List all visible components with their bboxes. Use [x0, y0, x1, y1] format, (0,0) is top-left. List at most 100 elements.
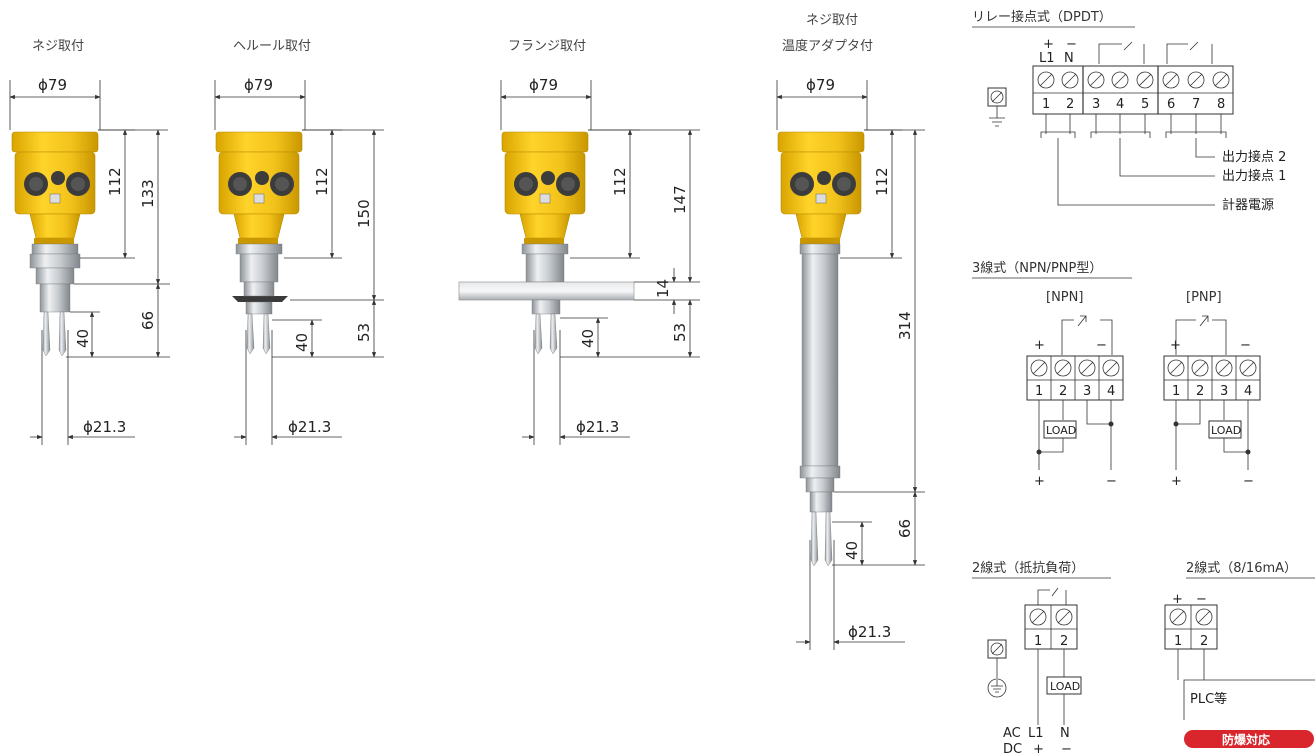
dim-112-flange: 112	[611, 167, 629, 196]
two-wire-r-title: 2線式（抵抗負荷）	[972, 560, 1084, 576]
dim-53-ferrule: 53	[355, 323, 373, 342]
relay-terminal-4: 4	[1116, 97, 1124, 112]
dim-66-screw: 66	[139, 311, 157, 330]
dim-150-ferrule: 150	[355, 199, 373, 228]
dim-bottom-dia-ferrule: ϕ21.3	[288, 418, 331, 436]
relay-minus: −	[1066, 37, 1077, 52]
pnp-terminal-3: 3	[1220, 384, 1228, 399]
product-adapter-mount: ネジ取付 温度アダプタ付 ϕ79 112 314	[776, 13, 925, 650]
pnp-terminal-4: 4	[1244, 384, 1252, 399]
pnp-label: [PNP]	[1186, 290, 1222, 305]
pnp-plus: +	[1170, 338, 1181, 353]
wiring-two-wire-resistive: 2線式（抵抗負荷） 1 2 LOAD AC L1 N DC + −	[972, 560, 1111, 756]
relay-terminal-3: 3	[1092, 97, 1100, 112]
npn-terminal-3: 3	[1083, 384, 1091, 399]
mount-label-screw: ネジ取付	[32, 39, 84, 54]
product-ferrule-mount: ヘルール取付 ϕ79 112 150	[214, 39, 384, 445]
dim-14-flange: 14	[654, 279, 672, 298]
relay-l1: L1	[1039, 51, 1055, 66]
npn-terminal-1: 1	[1035, 384, 1043, 399]
relay-plus: +	[1043, 37, 1054, 52]
pnp-minus: −	[1240, 338, 1251, 353]
two-wire-r-terminal-1: 1	[1034, 634, 1042, 649]
device-illustration	[777, 131, 865, 567]
three-wire-title: 3線式（NPN/PNP型）	[972, 260, 1102, 276]
dim-53-flange: 53	[671, 323, 689, 342]
npn-bottom-plus: +	[1034, 474, 1045, 489]
pnp-bottom-plus: +	[1171, 474, 1182, 489]
dim-bottom-dia-screw: ϕ21.3	[83, 418, 126, 436]
ground-icon	[989, 106, 1005, 127]
two-wire-ma-minus: −	[1196, 592, 1207, 607]
ground-icon-2	[987, 678, 1007, 698]
dim-66-adapter: 66	[896, 519, 914, 538]
pnp-terminal-1: 1	[1172, 384, 1180, 399]
pnp-load: LOAD	[1211, 424, 1241, 437]
two-wire-r-plus: +	[1033, 742, 1044, 756]
dim-40-flange: 40	[579, 329, 597, 348]
dim-112-adapter: 112	[873, 167, 891, 196]
two-wire-r-n: N	[1060, 726, 1070, 741]
dim-top-dia-adapter: ϕ79	[806, 76, 835, 94]
two-wire-r-load-box	[1046, 676, 1082, 695]
relay-n: N	[1064, 51, 1074, 66]
npn-label: [NPN]	[1046, 290, 1083, 305]
dim-133-screw: 133	[139, 179, 157, 208]
relay-output-1: 出力接点 1	[1222, 168, 1286, 184]
npn-plus: +	[1034, 338, 1045, 353]
dim-bottom-dia-adapter: ϕ21.3	[848, 623, 891, 641]
npn-load: LOAD	[1046, 424, 1076, 437]
wiring-three-wire: 3線式（NPN/PNP型） [NPN] [PNP] + − 1 2 3 4 LO…	[972, 260, 1261, 489]
wiring-two-wire-ma: 2線式（8/16mA） + − 1 2 PLC等 防爆対応	[1164, 560, 1315, 748]
relay-terminal-2: 2	[1066, 97, 1074, 112]
dim-112-ferrule: 112	[313, 167, 331, 196]
pnp-terminal-2: 2	[1196, 384, 1204, 399]
mount-label-flange: フランジ取付	[508, 39, 586, 54]
dim-40-screw: 40	[74, 329, 92, 348]
dim-top-dia-screw: ϕ79	[38, 76, 67, 94]
two-wire-r-dc: DC	[1003, 742, 1022, 756]
relay-title: リレー接点式（DPDT）	[972, 9, 1112, 25]
two-wire-ma-plus: +	[1172, 592, 1183, 607]
device-illustration	[215, 131, 303, 355]
relay-output-2: 出力接点 2	[1222, 149, 1286, 165]
npn-minus: −	[1096, 338, 1107, 353]
device-illustration	[11, 131, 99, 357]
npn-terminal-2: 2	[1059, 384, 1067, 399]
mount-label-ferrule: ヘルール取付	[233, 39, 311, 54]
relay-power: 計器電源	[1222, 197, 1274, 213]
product-flange-mount: フランジ取付 ϕ79 112 147 14	[458, 39, 700, 445]
npn-terminal-4: 4	[1107, 384, 1115, 399]
two-wire-r-l1: L1	[1028, 726, 1044, 741]
dim-314-adapter: 314	[896, 311, 914, 340]
dim-40-adapter: 40	[843, 541, 861, 560]
relay-terminal-1: 1	[1042, 97, 1050, 112]
relay-screws	[1037, 71, 1230, 89]
two-wire-r-minus: −	[1061, 742, 1072, 756]
dim-147-flange: 147	[671, 185, 689, 214]
two-wire-ma-plc: PLC等	[1190, 691, 1227, 707]
explosion-proof-label: 防爆対応	[1222, 732, 1270, 747]
dim-112-screw: 112	[106, 167, 124, 196]
relay-terminal-6: 6	[1167, 97, 1175, 112]
dim-top-dia-ferrule: ϕ79	[244, 76, 273, 94]
two-wire-r-ac: AC	[1003, 726, 1021, 741]
two-wire-ma-terminal-2: 2	[1200, 634, 1208, 649]
mount-label-adapter-2: 温度アダプタ付	[782, 38, 873, 54]
relay-terminal-8: 8	[1217, 97, 1225, 112]
two-wire-ma-terminal-1: 1	[1174, 634, 1182, 649]
two-wire-r-terminal-2: 2	[1060, 634, 1068, 649]
pnp-load-box	[1208, 420, 1242, 439]
mount-label-adapter-1: ネジ取付	[806, 13, 858, 28]
wiring-relay-dpdt: リレー接点式（DPDT） + − L1 N 1 2 3 4 5 6 7 8	[972, 9, 1286, 213]
two-wire-ma-title: 2線式（8/16mA）	[1186, 560, 1297, 576]
dim-top-dia-flange: ϕ79	[529, 76, 558, 94]
pnp-bottom-minus: −	[1243, 474, 1254, 489]
relay-terminal-5: 5	[1141, 97, 1149, 112]
product-screw-mount: ネジ取付 ϕ79 112 133 66	[9, 39, 170, 445]
npn-load-box	[1043, 420, 1077, 439]
dim-bottom-dia-flange: ϕ21.3	[576, 418, 619, 436]
two-wire-r-load: LOAD	[1050, 680, 1080, 693]
dim-40-ferrule: 40	[293, 333, 311, 352]
